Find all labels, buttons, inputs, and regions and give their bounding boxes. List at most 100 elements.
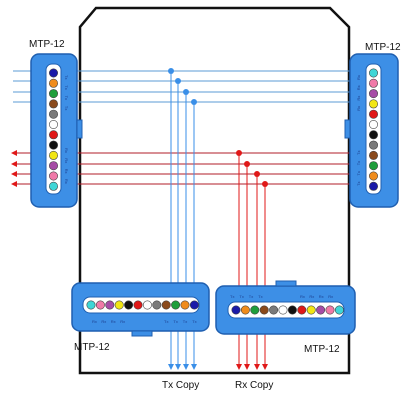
pin-label-rx: Rx (356, 96, 361, 101)
pin-label-rx: Rx (356, 106, 361, 111)
fiber-dot (368, 120, 378, 130)
left-fiber-array (48, 68, 58, 191)
fiber-dot (48, 140, 58, 150)
pin-label-rx: Rx (309, 294, 314, 299)
rx-tap-dot (244, 161, 250, 167)
fiber-dot (48, 161, 58, 171)
fiber-dot (316, 305, 326, 315)
tx-tap-dot (168, 68, 174, 74)
pin-label-tx: Tx (64, 106, 69, 110)
fiber-dot (124, 300, 134, 310)
fiber-dot (334, 305, 344, 315)
pin-label-tx: Tx (249, 294, 253, 299)
rx-tap-dot (254, 171, 260, 177)
fiber-dot (240, 305, 250, 315)
bottom-left-mtp-connector (71, 282, 210, 337)
pin-label-tx: Tx (356, 181, 361, 185)
tx-tap-dot (175, 78, 181, 84)
fiber-dot (180, 300, 190, 310)
rx-horizontal-lines (11, 150, 398, 187)
fiber-dot (133, 300, 143, 310)
fiber-dot (48, 171, 58, 181)
pin-label-rx: Rx (328, 294, 333, 299)
fiber-dot (48, 130, 58, 140)
pin-label-rx: Rx (356, 75, 361, 80)
fiber-dot (152, 300, 162, 310)
fiber-dot (259, 305, 269, 315)
pin-label-rx: Rx (64, 148, 69, 153)
fiber-dot (48, 181, 58, 191)
fiber-dot (368, 78, 378, 88)
pin-label-rx: Rx (120, 319, 125, 324)
bottom-left-connector-label: MTP-12 (74, 342, 110, 353)
pin-label-tx: Tx (239, 294, 243, 299)
bottom-right-connector-label: MTP-12 (304, 344, 340, 355)
pin-label-tx: Tx (64, 85, 69, 89)
fiber-dot (269, 305, 279, 315)
fiber-dot (95, 300, 105, 310)
tx-copy-label: Tx Copy (162, 380, 199, 391)
fiber-dot (48, 68, 58, 78)
fiber-dot (48, 78, 58, 88)
fiber-dot (368, 109, 378, 119)
fiber-dot (287, 305, 297, 315)
pin-label-rx: Rx (64, 179, 69, 184)
rx-copy-label: Rx Copy (235, 380, 273, 391)
fiber-dot (325, 305, 335, 315)
fiber-dot (306, 305, 316, 315)
pin-label-rx: Rx (64, 169, 69, 174)
fiber-dot (278, 305, 288, 315)
pin-label-rx: Rx (101, 319, 106, 324)
pin-label-rx: Rx (64, 158, 69, 163)
fiber-dot (368, 150, 378, 160)
bottom-right-fiber-array (231, 305, 344, 315)
pin-label-tx: Tx (183, 319, 187, 324)
fiber-dot (368, 130, 378, 140)
pin-label-tx: Tx (258, 294, 262, 299)
fiber-dot (48, 150, 58, 160)
tx-tap-dot (191, 99, 197, 105)
rx-tap-dot (262, 181, 268, 187)
fiber-dot (368, 161, 378, 171)
fiber-dot (171, 300, 181, 310)
left-mtp-connector (30, 53, 83, 208)
pin-label-tx: Tx (230, 294, 234, 299)
tap-points (168, 68, 268, 187)
pin-label-tx: Tx (64, 96, 69, 100)
right-connector-label: MTP-12 (365, 42, 401, 53)
right-fiber-array (368, 68, 378, 191)
fiber-dot (161, 300, 171, 310)
fiber-dot (250, 305, 260, 315)
fiber-dot (297, 305, 307, 315)
pin-label-tx: Tx (356, 161, 361, 165)
left-connector-label: MTP-12 (29, 39, 65, 50)
bottom-right-mtp-connector (215, 280, 356, 335)
pin-label-rx: Rx (300, 294, 305, 299)
pin-label-tx: Tx (356, 151, 361, 155)
fiber-dot (368, 99, 378, 109)
fiber-dot (114, 300, 124, 310)
fiber-dot (105, 300, 115, 310)
pin-label-tx: Tx (192, 319, 196, 324)
pin-label-rx: Rx (111, 319, 116, 324)
pin-label-rx: Rx (319, 294, 324, 299)
tx-tap-dot (183, 89, 189, 95)
fiber-dot (48, 109, 58, 119)
pin-label-rx: Rx (356, 85, 361, 90)
fiber-dot (368, 171, 378, 181)
pin-label-tx: Tx (356, 171, 361, 175)
fiber-dot (48, 120, 58, 130)
fiber-dot (86, 300, 96, 310)
fiber-dot (368, 89, 378, 99)
rx-tap-dot (236, 150, 242, 156)
fiber-dot (48, 99, 58, 109)
pin-label-tx: Tx (173, 319, 177, 324)
fiber-dot (368, 140, 378, 150)
pin-label-rx: Rx (92, 319, 97, 324)
fiber-dot (189, 300, 199, 310)
bottom-left-fiber-array (86, 300, 199, 310)
fiber-dot (368, 68, 378, 78)
pin-label-tx: Tx (64, 75, 69, 79)
